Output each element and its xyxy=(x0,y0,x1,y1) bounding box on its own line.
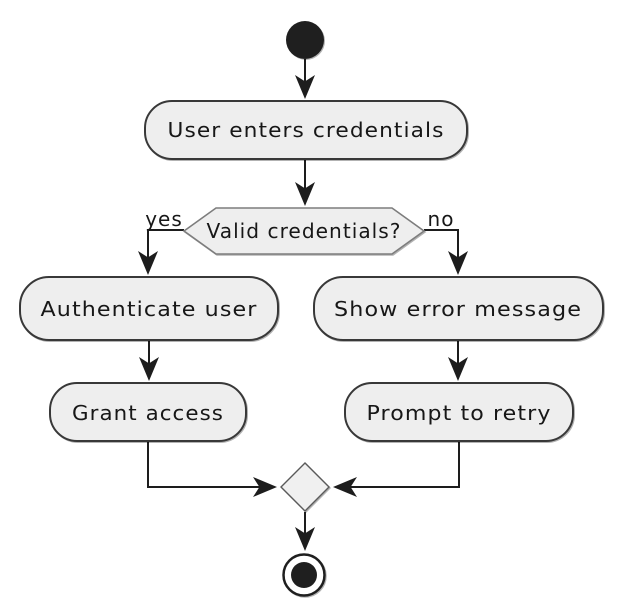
edge-label-no: no xyxy=(428,207,455,231)
start-node xyxy=(286,21,324,59)
edge-decision-no-branch xyxy=(424,229,468,275)
activity-enter-credentials-label: User enters credentials xyxy=(168,118,445,142)
activity-show-error-message xyxy=(313,276,604,341)
activity-grant-access-label: Grant access xyxy=(72,401,224,425)
activity-show-error-message-label: Show error message xyxy=(334,297,582,321)
activity-prompt-to-retry xyxy=(344,382,574,442)
activity-prompt-to-retry-label: Prompt to retry xyxy=(367,401,552,425)
activity-authenticate-user xyxy=(19,276,279,341)
merge-node xyxy=(280,462,330,512)
decision-valid-credentials-label: Valid credentials? xyxy=(207,219,402,243)
end-node xyxy=(291,562,317,588)
activity-authenticate-user-label: Authenticate user xyxy=(41,297,258,321)
decision-valid-credentials xyxy=(182,207,426,255)
edge-grant-to-merge xyxy=(147,441,277,497)
activity-grant-access xyxy=(49,382,247,442)
edge-retry-to-merge xyxy=(333,441,460,497)
activity-enter-credentials xyxy=(144,100,468,160)
edge-label-yes: yes xyxy=(145,207,183,231)
edge-decision-yes-branch xyxy=(138,229,184,275)
